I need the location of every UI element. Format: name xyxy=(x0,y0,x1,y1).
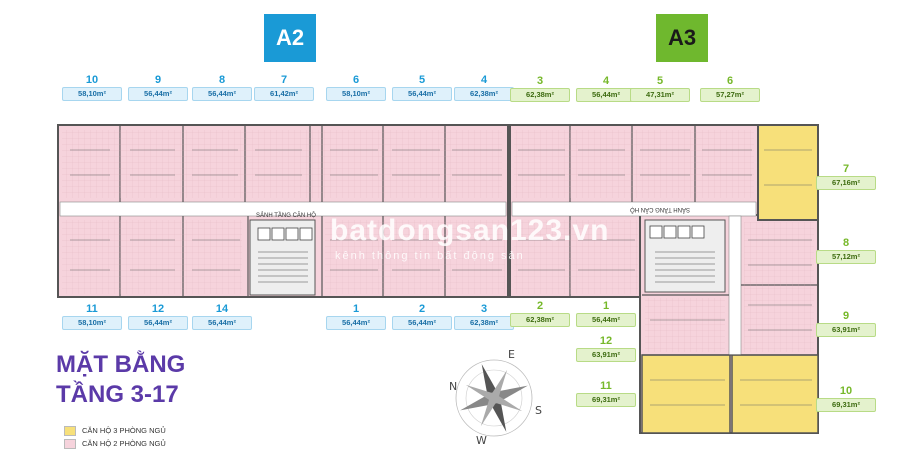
legend-swatch-yellow xyxy=(64,425,76,436)
corridor-a2 xyxy=(59,201,507,217)
lobby-a3-label: SẢNH TẦNG CĂN HỘ xyxy=(630,206,690,213)
plan-title-line1: MẶT BẰNG xyxy=(56,351,186,378)
legend-label-two-bedroom: CĂN HỘ 2 PHÒNG NGỦ xyxy=(82,439,166,448)
elevators-a3 xyxy=(649,225,705,239)
stairs-a3 xyxy=(655,251,715,283)
legend-three-bedroom: CĂN HỘ 3 PHÒNG NGỦ xyxy=(64,424,166,437)
unit-a3-10-fill xyxy=(731,354,819,434)
corridor-a3 xyxy=(511,201,757,217)
legend-swatch-pink xyxy=(64,438,76,449)
elevators-a2 xyxy=(257,227,313,241)
corridor-a3-vertical xyxy=(728,215,742,356)
legend-two-bedroom: CĂN HỘ 2 PHÒNG NGỦ xyxy=(64,437,166,450)
compass-n: N xyxy=(449,380,457,393)
stairs-a2 xyxy=(258,251,308,283)
legend: CĂN HỘ 3 PHÒNG NGỦ CĂN HỘ 2 PHÒNG NGỦ xyxy=(64,424,166,450)
compass-w: W xyxy=(476,434,487,447)
plan-title-line2: TẦNG 3-17 xyxy=(56,381,179,408)
watermark-tagline: kênh thông tin bất động sản xyxy=(335,250,525,262)
compass xyxy=(455,359,533,437)
compass-e: E xyxy=(508,348,515,361)
compass-s: S xyxy=(535,404,542,417)
unit-a3-7-fill xyxy=(757,124,819,221)
unit-a3-11-fill xyxy=(641,354,731,434)
tower-a3-badge: A3 xyxy=(656,14,708,62)
plan-title: MẶT BẰNG TẦNG 3-17 xyxy=(56,350,185,410)
tower-a2-badge: A2 xyxy=(264,14,316,62)
lobby-a2-label: SẢNH TẦNG CĂN HỘ xyxy=(256,212,316,219)
legend-label-three-bedroom: CĂN HỘ 3 PHÒNG NGỦ xyxy=(82,426,166,435)
watermark: batdongsan123.vn xyxy=(330,214,610,247)
